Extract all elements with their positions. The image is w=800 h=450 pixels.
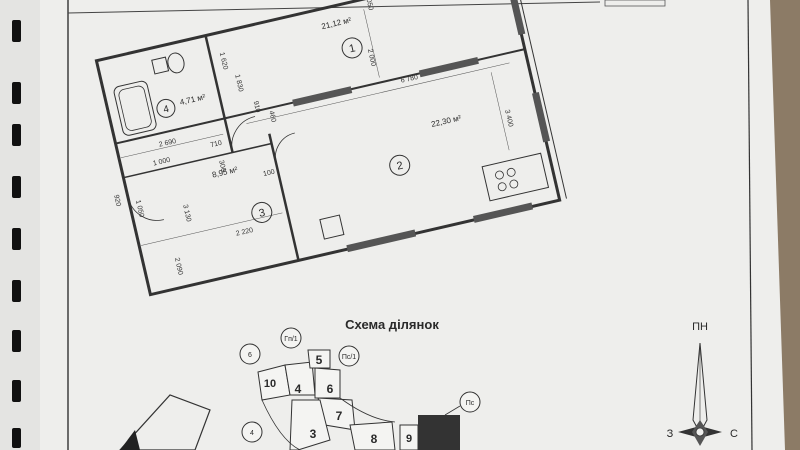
compass-west-label: З xyxy=(667,428,674,440)
section-5: 5 xyxy=(316,353,323,367)
floor-plan: 1 2 3 4 21,12 м² 22,30 м² 4,71 м² 8,95 м… xyxy=(94,0,567,297)
section-6: 6 xyxy=(327,382,334,396)
dimension-label: 1 050 xyxy=(134,199,145,218)
dimension-label: 2 090 xyxy=(173,257,184,276)
dimension-label: 1 000 xyxy=(152,157,171,168)
room-number-2: 2 xyxy=(396,160,405,173)
dimension-label: 910 xyxy=(252,100,261,113)
section-10: 10 xyxy=(264,378,276,390)
callout-6: 6 xyxy=(248,352,252,359)
scheme-title: Схема ділянок xyxy=(345,317,439,332)
section-7: 7 xyxy=(336,409,343,423)
callout-4: 4 xyxy=(250,430,254,437)
callout-ps: Пс xyxy=(466,400,475,407)
binder-holes xyxy=(12,20,21,448)
section-3: 3 xyxy=(310,427,317,441)
section-8: 8 xyxy=(371,432,378,446)
room-number-3: 3 xyxy=(258,207,267,220)
site-scheme: 10 4 5 6 7 3 8 9 Гп/1 Пс/1 6 4 Пс xyxy=(119,327,481,450)
dimension-label: 2 000 xyxy=(366,48,377,67)
dimension-label: 920 xyxy=(112,194,121,207)
dimension-label: 1 830 xyxy=(233,74,244,93)
dimension-label: 2 050 xyxy=(363,0,374,11)
dimension-label: 2 220 xyxy=(235,227,254,238)
dimension-label: 100 xyxy=(263,169,276,178)
callout-ps1: Пс/1 xyxy=(342,354,356,361)
compass-north-label: ПН xyxy=(692,321,708,333)
dimension-label: 300 xyxy=(217,160,226,173)
room-number-4: 4 xyxy=(162,104,170,116)
compass-east-label: С xyxy=(730,428,738,440)
dimension-label: 6 780 xyxy=(400,74,419,85)
dimension-label: 460 xyxy=(267,110,276,123)
section-9: 9 xyxy=(406,433,412,445)
dimension-label: 3 130 xyxy=(181,204,192,223)
dimension-label: 1 620 xyxy=(218,52,229,71)
dimension-label: 3 400 xyxy=(503,109,514,128)
dimension-label: 2 690 xyxy=(158,138,177,149)
dimension-label: 710 xyxy=(210,140,223,149)
section-4: 4 xyxy=(295,382,302,396)
callout-gp1: Гп/1 xyxy=(284,336,298,343)
compass-rose: ПН З С xyxy=(667,321,738,446)
room-number-1: 1 xyxy=(348,42,357,55)
